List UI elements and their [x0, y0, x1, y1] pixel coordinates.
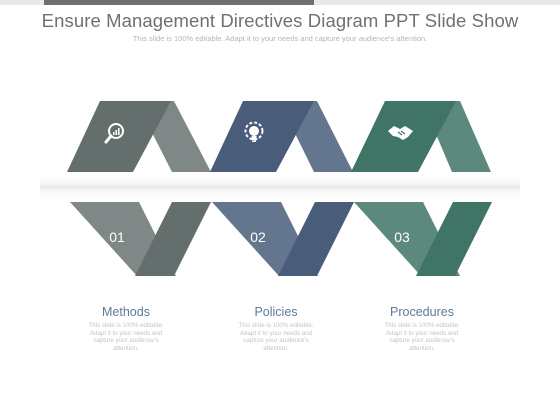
step-2-label: Policies — [254, 305, 298, 319]
step-2-description: This slide is 100% editable. Adapt it to… — [238, 322, 314, 352]
ribbon-step-1: 01 — [67, 101, 211, 276]
step-1-description: This slide is 100% editable. Adapt it to… — [88, 322, 164, 352]
top-accent-bar-dark — [44, 0, 314, 5]
ribbon-step-2-upper-front — [210, 101, 314, 172]
ribbon-step-1-lower-front — [135, 202, 211, 276]
slide-title: Ensure Management Directives Diagram PPT… — [41, 10, 519, 31]
step-3-description: This slide is 100% editable. Adapt it to… — [384, 322, 460, 352]
ribbon-step-2-lower-front — [278, 202, 354, 276]
step-3-number: 03 — [394, 229, 410, 245]
lightbulb-gear-icon — [244, 121, 264, 142]
step-2-number: 02 — [250, 229, 266, 245]
step-3-label: Procedures — [390, 305, 454, 319]
handshake-icon — [388, 126, 413, 140]
ribbon-step-3: 03 — [351, 101, 492, 276]
ribbon-step-2: 02 — [210, 101, 354, 276]
step-1-label: Methods — [102, 305, 150, 319]
ribbon-step-3-lower-front — [416, 202, 492, 276]
step-1-number: 01 — [109, 229, 125, 245]
magnifier-chart-icon — [104, 123, 124, 144]
slide-subtitle: This slide is 100% editable. Adapt it to… — [132, 34, 428, 43]
